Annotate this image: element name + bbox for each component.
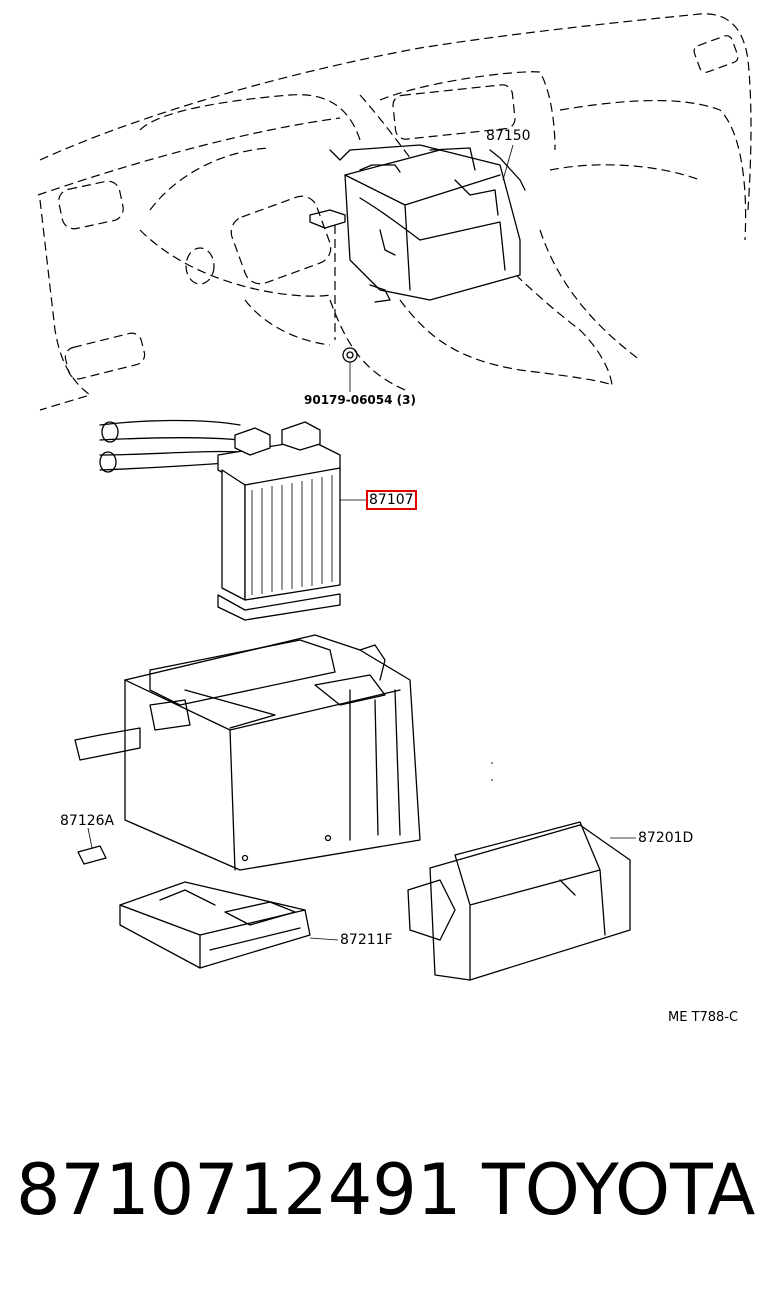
heater-case — [74, 634, 421, 871]
clip-part — [334, 225, 358, 392]
label-87107-highlighted[interactable]: 87107 — [366, 490, 417, 510]
duct-87211f — [119, 881, 311, 969]
label-87126a: 87126A — [60, 813, 115, 829]
clamp-part — [77, 827, 107, 865]
parts-diagram — [37, 13, 752, 981]
footer: 8710712491 TOYOTA — [0, 1150, 776, 1250]
label-87201d: 87201D — [638, 830, 694, 846]
label-90179-06054: 90179-06054 (3) — [304, 393, 416, 407]
label-87211f: 87211F — [340, 932, 393, 948]
brand-name: TOYOTA — [482, 1149, 756, 1231]
heater-core — [99, 419, 341, 621]
highlight-box[interactable]: 87107 — [366, 490, 417, 510]
reference-code: ME T788-C — [668, 1010, 739, 1025]
installed-heater-unit — [309, 144, 526, 303]
duct-87201d — [407, 821, 631, 981]
part-number: 8710712491 — [16, 1149, 462, 1231]
label-87150: 87150 — [486, 128, 531, 144]
